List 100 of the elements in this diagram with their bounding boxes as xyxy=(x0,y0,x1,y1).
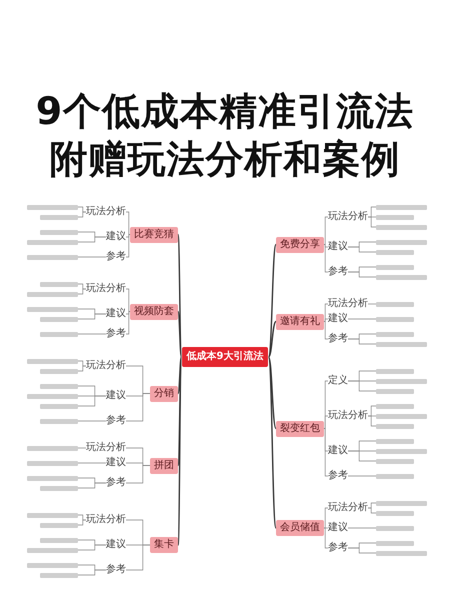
text-line-bar xyxy=(376,388,414,394)
text-line-bar xyxy=(27,446,78,450)
subtopic-label: 玩法分析 xyxy=(86,206,126,218)
connector-line xyxy=(268,356,277,528)
connector-line xyxy=(368,508,376,514)
subtopic-label: 参考 xyxy=(328,542,348,554)
text-line-bar xyxy=(376,448,427,454)
connector-line xyxy=(78,366,86,372)
text-line-bar xyxy=(376,342,427,346)
connector-line xyxy=(177,356,182,546)
subtopic-label: 建议 xyxy=(328,522,348,534)
subtopic-label: 建议 xyxy=(106,308,126,320)
text-line-bar xyxy=(376,250,414,254)
text-line-bar xyxy=(376,224,427,230)
connector-line xyxy=(78,256,106,258)
connector-line xyxy=(78,544,106,550)
subtopic-label: 玩法分析 xyxy=(86,442,126,454)
subtopic-label: 参考 xyxy=(328,266,348,278)
text-line-bar xyxy=(40,214,78,220)
connector-line xyxy=(324,528,328,548)
branch-topic-box: 拼团 xyxy=(150,458,178,474)
text-line-bar xyxy=(40,332,78,336)
connector-line xyxy=(348,272,376,278)
connector-line xyxy=(177,311,182,358)
subtopic-label: 建议 xyxy=(106,231,126,243)
text-line-bar xyxy=(40,418,78,424)
text-line-bar xyxy=(376,240,427,244)
branch-topic-box: 分销 xyxy=(150,386,178,402)
connector-line xyxy=(126,544,150,570)
subtopic-label: 玩法分析 xyxy=(328,410,368,422)
subtopic-label: 玩法分析 xyxy=(328,502,368,514)
branch-topic-box: 视频防套 xyxy=(130,304,178,320)
text-line-bar xyxy=(376,424,414,428)
connector-line xyxy=(348,246,376,252)
branch-topic-box: 裂变红包 xyxy=(276,420,324,436)
text-line-bar xyxy=(27,548,78,552)
subtopic-label: 玩法分析 xyxy=(86,514,126,526)
text-line-bar xyxy=(376,378,427,384)
text-line-bar xyxy=(40,316,78,322)
text-line-bar xyxy=(40,368,78,374)
subtopic-label: 玩法分析 xyxy=(86,283,126,295)
text-line-bar xyxy=(40,230,78,234)
subtopic-label: 建议 xyxy=(106,539,126,551)
text-line-bar xyxy=(376,500,427,506)
connector-line xyxy=(324,508,328,528)
text-line-bar xyxy=(376,302,414,306)
text-line-bar xyxy=(376,214,414,220)
text-line-bar xyxy=(376,274,427,280)
text-line-bar xyxy=(27,292,78,296)
text-line-bar xyxy=(376,404,414,408)
connector-line xyxy=(268,321,276,358)
text-line-bar xyxy=(40,522,78,528)
connector-line xyxy=(268,244,277,358)
connector-line xyxy=(324,416,328,429)
text-line-bar xyxy=(376,526,414,530)
connector-line xyxy=(368,216,376,228)
text-line-bar xyxy=(376,332,414,336)
branch-topic-box: 比赛竞猜 xyxy=(130,226,178,242)
text-line-bar xyxy=(376,550,427,556)
connector-line xyxy=(324,216,328,245)
branch-topic-box: 集卡 xyxy=(150,537,178,553)
title-heading: 9个低成本精准引流法附赠玩法分析和案例 xyxy=(34,88,416,182)
subtopic-label: 建议 xyxy=(328,313,348,325)
text-line-bar xyxy=(27,512,78,518)
text-line-bar xyxy=(376,316,414,322)
text-line-bar xyxy=(376,204,427,210)
text-line-bar xyxy=(40,486,78,490)
connector-line xyxy=(78,288,86,294)
text-line-bar xyxy=(27,358,78,364)
subtopic-label: 玩法分析 xyxy=(328,211,368,223)
subtopic-label: 定义 xyxy=(328,375,348,387)
subtopic-label: 参考 xyxy=(106,477,126,489)
subtopic-label: 建议 xyxy=(328,241,348,253)
text-line-bar xyxy=(27,460,78,466)
connector-line xyxy=(348,548,376,554)
connector-line xyxy=(368,416,376,426)
subtopic-label: 参考 xyxy=(106,415,126,427)
connector-line xyxy=(78,462,106,464)
text-line-bar xyxy=(376,368,414,374)
subtopic-label: 建议 xyxy=(328,445,348,457)
connector-line xyxy=(78,420,106,422)
connector-line xyxy=(268,356,277,429)
subtopic-label: 玩法分析 xyxy=(328,298,368,310)
connector-line xyxy=(126,288,130,312)
text-line-bar xyxy=(376,414,427,418)
text-line-bar xyxy=(376,540,414,546)
subtopic-label: 参考 xyxy=(106,328,126,340)
connector-line xyxy=(126,465,150,484)
text-line-bar xyxy=(27,476,78,480)
connector-line xyxy=(78,314,106,320)
branch-topic-box: 邀请有礼 xyxy=(276,314,324,330)
connector-line xyxy=(126,393,150,422)
connector-line xyxy=(177,356,182,394)
text-line-bar xyxy=(376,510,414,516)
text-line-bar xyxy=(376,458,414,464)
connector-line xyxy=(126,212,130,235)
connector-line xyxy=(78,212,86,218)
text-line-bar xyxy=(376,438,414,444)
text-line-bar xyxy=(27,204,78,210)
text-line-bar xyxy=(27,240,78,244)
